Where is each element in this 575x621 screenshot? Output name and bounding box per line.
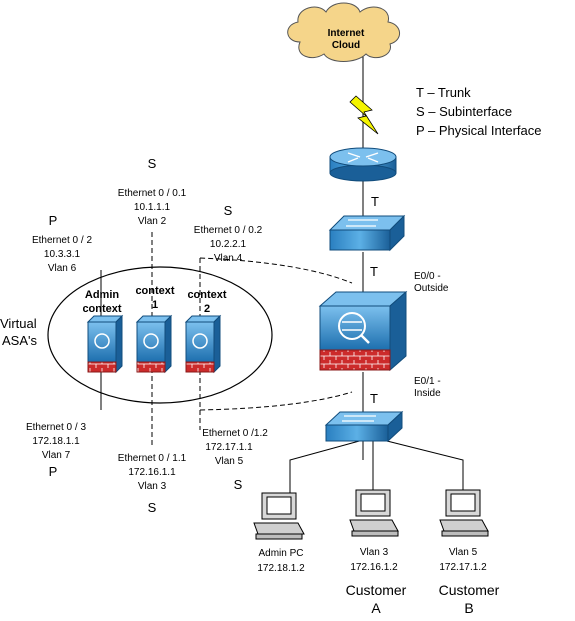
lightning-bolt-icon <box>349 95 379 135</box>
legend-trunk: T – Trunk <box>416 85 471 100</box>
context-2-label-1: context <box>187 289 226 301</box>
top-switch-arrows-icon <box>346 219 378 227</box>
iface-e0-0-1-name: Ethernet 0 / 0.1 <box>118 188 187 199</box>
iface-e0-1-1-name: Ethernet 0 / 1.1 <box>118 453 187 464</box>
iface-e0-0-1-vlan: Vlan 2 <box>138 216 167 227</box>
asa-symbol-icon <box>338 312 366 340</box>
iface-e0-3-ip: 172.18.1.1 <box>32 436 80 447</box>
trunk-label-router-switch: T <box>371 194 379 209</box>
iface-e0-1-2: Ethernet 0 /1.2 172.17.1.1 Vlan 5 S <box>202 428 268 492</box>
customer-a-pc: Vlan 3 172.16.1.2 Customer A <box>346 489 407 616</box>
context-1-label-1: context <box>135 285 174 297</box>
context-admin-label-1: Admin <box>85 289 120 301</box>
iface-e0-3-vlan: Vlan 7 <box>42 450 71 461</box>
legend: T – Trunk S – Subinterface P – Physical … <box>416 85 542 138</box>
customer-b-label-1: Customer <box>439 582 500 598</box>
top-switch-side <box>389 214 405 252</box>
iface-e0-0-1-type: S <box>148 156 157 171</box>
customer-b-computer-icon <box>439 489 489 537</box>
virtual-asa-title-1: Virtual <box>0 316 37 331</box>
customer-b-vlan: Vlan 5 <box>449 547 478 558</box>
asa-side <box>389 290 407 372</box>
iface-e0-3: Ethernet 0 / 3 172.18.1.1 Vlan 7 P <box>26 422 86 479</box>
context-2-asa-icon <box>192 333 208 349</box>
context-2-device <box>184 314 222 374</box>
context-admin-device <box>86 314 124 374</box>
switch-customer-b-link <box>382 439 464 490</box>
iface-e0-3-type: P <box>49 464 58 479</box>
virtual-asa-title-2: ASA's <box>2 333 37 348</box>
asa-brick-wall <box>319 349 391 371</box>
iface-e0-2-ip: 10.3.3.1 <box>44 249 81 260</box>
context-2-label-2: 2 <box>204 303 210 315</box>
context-1-asa-icon <box>143 333 159 349</box>
admin-pc-name: Admin PC <box>258 548 303 559</box>
asa-outside-label-1: E0/0 - <box>414 271 441 282</box>
context-admin-label-2: context <box>82 303 121 315</box>
asa-firewall <box>318 290 408 372</box>
router-bottom <box>329 164 397 182</box>
iface-e0-0-1: S Ethernet 0 / 0.1 10.1.1.1 Vlan 2 <box>118 156 187 227</box>
iface-e0-2: P Ethernet 0 / 2 10.3.3.1 Vlan 6 <box>32 213 92 274</box>
customer-b-label-2: B <box>464 600 473 616</box>
virtual-asa-boundary <box>47 266 273 404</box>
asa-outside-label-2: Outside <box>414 283 449 294</box>
context-1-device <box>135 314 173 374</box>
iface-e0-1-2-ip: 172.17.1.1 <box>205 442 253 453</box>
iface-e0-1-1: Ethernet 0 / 1.1 172.16.1.1 Vlan 3 S <box>118 453 187 515</box>
iface-e0-2-vlan: Vlan 6 <box>48 263 77 274</box>
admin-pc: Admin PC 172.18.1.2 <box>253 492 305 574</box>
iface-e0-1-2-name: Ethernet 0 /1.2 <box>202 428 268 439</box>
iface-e0-0-1-ip: 10.1.1.1 <box>134 202 171 213</box>
trunk-label-switch-asa: T <box>370 264 378 279</box>
asa-inside-label-1: E0/1 - <box>414 376 441 387</box>
legend-physical: P – Physical Interface <box>416 123 542 138</box>
customer-a-label-1: Customer <box>346 582 407 598</box>
internet-cloud: Internet Cloud <box>287 2 400 62</box>
iface-e0-0-2: S Ethernet 0 / 0.2 10.2.2.1 Vlan 4 <box>194 203 263 264</box>
trunk-label-asa-switch: T <box>370 391 378 406</box>
admin-pc-ip: 172.18.1.2 <box>257 563 305 574</box>
iface-e0-0-2-type: S <box>224 203 233 218</box>
customer-b-ip: 172.17.1.2 <box>439 562 487 573</box>
context-1-label-2: 1 <box>152 299 158 311</box>
iface-e0-2-name: Ethernet 0 / 2 <box>32 235 92 246</box>
customer-a-computer-icon <box>349 489 399 537</box>
iface-e0-0-2-vlan: Vlan 4 <box>214 253 243 264</box>
bottom-switch <box>324 410 404 443</box>
iface-e0-1-2-type: S <box>234 477 243 492</box>
top-switch-front <box>329 229 391 251</box>
top-switch <box>328 214 406 252</box>
iface-e0-1-1-type: S <box>148 500 157 515</box>
iface-e0-1-2-vlan: Vlan 5 <box>215 456 244 467</box>
connection-lines <box>100 52 464 493</box>
router <box>329 147 397 182</box>
iface-e0-0-2-ip: 10.2.2.1 <box>210 239 247 250</box>
customer-b-pc: Vlan 5 172.17.1.2 Customer B <box>439 489 500 616</box>
dashed-inside-link <box>199 391 353 411</box>
router-arrows-icon <box>347 152 379 163</box>
context-admin-asa-icon <box>94 333 110 349</box>
bottom-switch-side <box>387 410 403 443</box>
cloud-label-2: Cloud <box>332 40 360 51</box>
iface-e0-0-2-name: Ethernet 0 / 0.2 <box>194 225 263 236</box>
legend-subinterface: S – Subinterface <box>416 104 512 119</box>
cloud-label-1: Internet <box>328 28 365 39</box>
customer-a-vlan: Vlan 3 <box>360 547 389 558</box>
bottom-switch-front <box>325 424 389 442</box>
admin-pc-computer-icon <box>253 492 305 540</box>
router-top <box>329 147 397 167</box>
bottom-switch-arrows-icon <box>342 415 376 422</box>
switch-adminpc-link <box>289 439 364 493</box>
customer-a-label-2: A <box>371 600 381 616</box>
customer-a-ip: 172.16.1.2 <box>350 562 398 573</box>
dashed-outside-link <box>199 257 353 284</box>
iface-e0-1-1-ip: 172.16.1.1 <box>128 467 176 478</box>
cloud-shape-icon <box>287 2 400 62</box>
asa-inside-label-2: Inside <box>414 388 441 399</box>
iface-e0-3-name: Ethernet 0 / 3 <box>26 422 86 433</box>
iface-e0-2-type: P <box>49 213 58 228</box>
iface-e0-1-1-vlan: Vlan 3 <box>138 481 167 492</box>
